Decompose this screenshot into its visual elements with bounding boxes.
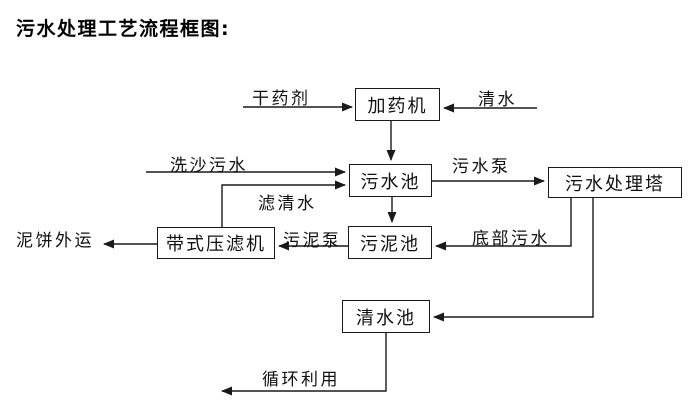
diagram-title: 污水处理工艺流程框图: <box>16 18 231 40</box>
edge-filtered-water-arrow <box>221 180 346 227</box>
edge-label-sewage-pump: 污水泵 <box>452 157 511 177</box>
edge-label-recycle-use: 循环利用 <box>262 370 340 390</box>
flow-node-sewage-treatment-tower: 污水处理塔 <box>548 167 682 198</box>
edge-label-sludge-pump: 污泥泵 <box>283 231 342 251</box>
flow-node-belt-filter-press: 带式压滤机 <box>157 227 275 259</box>
flow-node-dosing-machine: 加药机 <box>355 88 440 121</box>
edge-label-filtered-water: 滤清水 <box>258 194 317 214</box>
edge-label-sand-washing-sewage: 洗沙污水 <box>170 156 248 176</box>
flow-node-sewage-pool: 污水池 <box>349 164 432 197</box>
edge-recycle-use-arrow <box>221 333 387 396</box>
edge-bottom-sewage-arrow <box>435 198 572 251</box>
flow-node-clear-water-pool: 清水池 <box>342 300 430 333</box>
flow-node-sludge-pool: 污泥池 <box>348 226 432 259</box>
edge-label-clear-water: 清水 <box>478 90 517 110</box>
edge-label-bottom-sewage: 底部污水 <box>472 229 550 249</box>
edge-label-dry-chemical: 干药剂 <box>252 89 311 109</box>
edge-tower-to-clear-water-pool-arrow <box>433 198 594 322</box>
edge-label-mud-cake-out: 泥饼外运 <box>16 231 94 251</box>
